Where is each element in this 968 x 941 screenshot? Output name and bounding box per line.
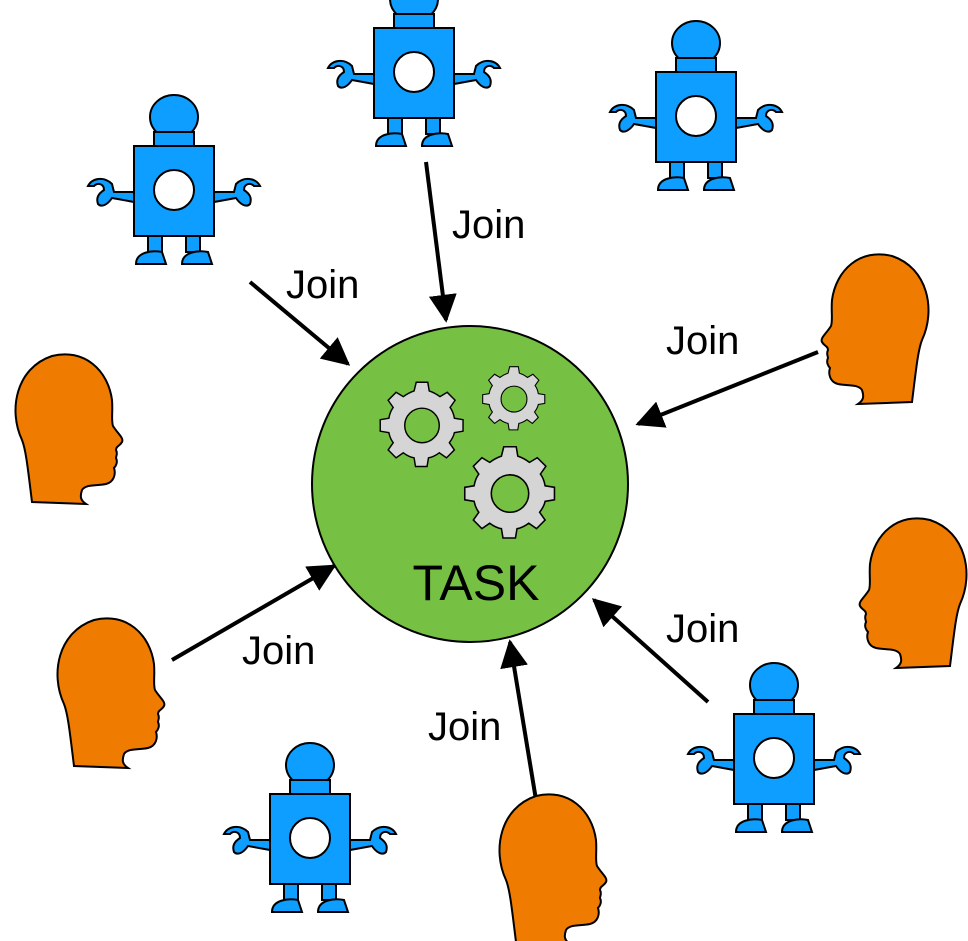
head-icon-right bbox=[822, 254, 929, 404]
join-label-right: Join bbox=[666, 319, 739, 363]
arrow-left-human bbox=[170, 564, 337, 662]
arrow-bottom-robot bbox=[591, 598, 710, 704]
arrow-left-robot bbox=[248, 280, 351, 366]
join-label-top: Join bbox=[452, 203, 525, 247]
robot-icon-top-right bbox=[609, 20, 783, 191]
head-icon-left-lower bbox=[56, 617, 166, 769]
robot-icon-bottom-left bbox=[223, 742, 397, 913]
gear-icon-small bbox=[482, 366, 546, 431]
arrow-top-robot bbox=[424, 161, 457, 323]
robot-icon-upper-left bbox=[87, 94, 261, 265]
gear-icon-left bbox=[379, 381, 464, 468]
arrow-bottom-human bbox=[500, 639, 540, 813]
join-label-left: Join bbox=[242, 629, 315, 673]
arrow-labels: Join Join Join Join Join Join bbox=[242, 203, 739, 749]
robot-icon-top bbox=[327, 0, 501, 147]
join-label-upper-left: Join bbox=[286, 263, 359, 307]
task-label: TASK bbox=[413, 555, 540, 611]
gear-icon-large bbox=[463, 445, 556, 539]
arrows bbox=[170, 161, 819, 813]
head-icon-left-upper bbox=[14, 353, 124, 506]
head-icon-right-middle bbox=[860, 518, 967, 668]
task-node: TASK bbox=[311, 325, 629, 643]
join-label-bottom: Join bbox=[428, 705, 501, 749]
head-icon-bottom bbox=[498, 793, 608, 941]
join-label-lower-right: Join bbox=[666, 607, 739, 651]
robot-icon-bottom-right bbox=[687, 662, 861, 833]
arrow-right-human bbox=[635, 350, 819, 428]
